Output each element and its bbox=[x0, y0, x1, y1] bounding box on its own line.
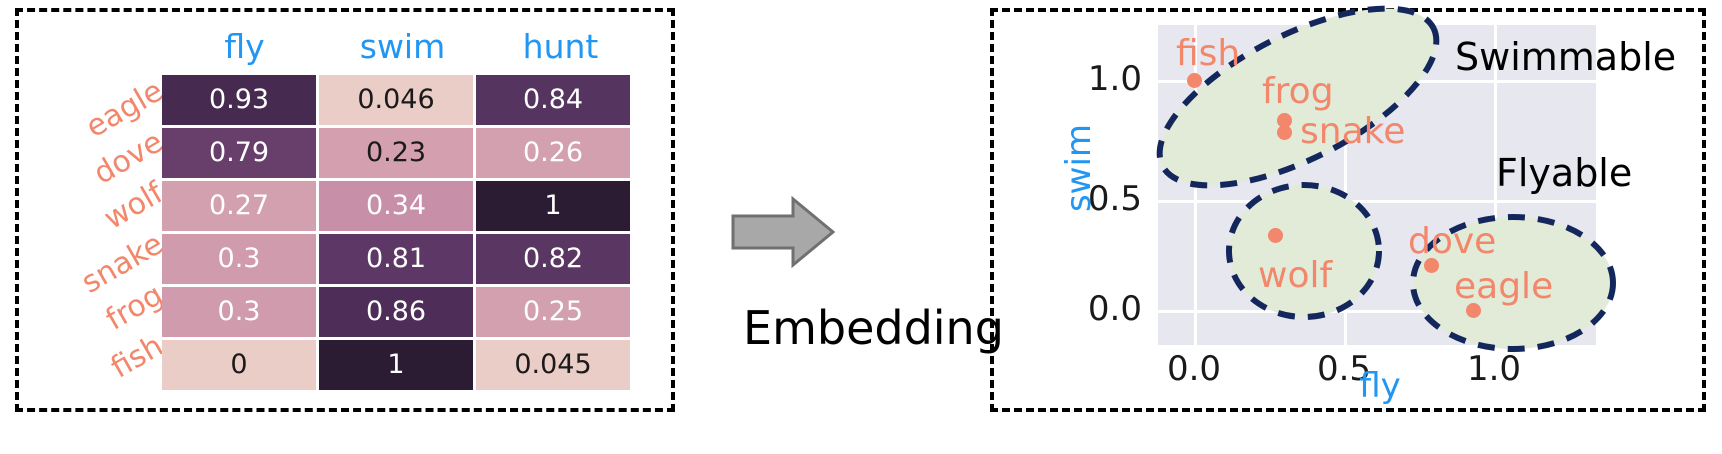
point-wolf[interactable] bbox=[1267, 227, 1283, 243]
y-tick-0-0: 0.0 bbox=[1087, 289, 1142, 329]
heatmap-cell: 0.84 bbox=[476, 75, 630, 125]
point-frog[interactable] bbox=[1276, 112, 1292, 128]
x-tick-1-0: 1.0 bbox=[1466, 349, 1522, 389]
heatmap-cell: 0.3 bbox=[162, 234, 316, 284]
point-dove[interactable] bbox=[1423, 257, 1439, 273]
annotation-swimmable: Swimmable bbox=[1455, 35, 1677, 79]
x-tick-0-0: 0.0 bbox=[1166, 349, 1222, 389]
heatmap-cell: 0.34 bbox=[319, 181, 473, 231]
embedding-label: Embedding bbox=[743, 301, 1004, 355]
x-axis-label: fly bbox=[1359, 366, 1401, 406]
gridline-y-1 bbox=[1158, 200, 1596, 203]
point-label-eagle: eagle bbox=[1454, 266, 1554, 307]
heatmap-cell: 0.3 bbox=[162, 287, 316, 337]
column-header-swim: swim bbox=[359, 27, 446, 66]
heatmap-cell: 0.25 bbox=[476, 287, 630, 337]
heatmap-cell: 0.93 bbox=[162, 75, 316, 125]
heatmap-cell: 1 bbox=[476, 181, 630, 231]
right-arrow-icon bbox=[731, 196, 835, 268]
scatter-plot-area: fish frog snake wolf dove eagle Swimmabl… bbox=[1156, 5, 1676, 352]
point-label-dove: dove bbox=[1408, 221, 1497, 262]
heatmap-cell: 0.045 bbox=[476, 340, 630, 390]
heatmap-column-headers: fly swim hunt bbox=[159, 24, 639, 70]
gridline-x-2 bbox=[1494, 25, 1497, 345]
heatmap-cell: 0 bbox=[162, 340, 316, 390]
point-eagle[interactable] bbox=[1465, 302, 1481, 318]
x-tick-0-5: 0.5 bbox=[1316, 349, 1372, 389]
heatmap-cell: 0.86 bbox=[319, 287, 473, 337]
y-tick-1-0: 1.0 bbox=[1087, 59, 1142, 99]
heatmap-cell: 0.27 bbox=[162, 181, 316, 231]
cluster-ellipse-wolf bbox=[1226, 182, 1382, 320]
point-label-fish: fish bbox=[1176, 33, 1241, 74]
gridline-x-1 bbox=[1344, 25, 1347, 345]
heatmap-cell: 0.79 bbox=[162, 128, 316, 178]
point-label-snake: snake bbox=[1300, 111, 1406, 152]
heatmap-cell: 0.82 bbox=[476, 234, 630, 284]
point-label-frog: frog bbox=[1262, 71, 1334, 112]
gridline-y-2 bbox=[1158, 80, 1596, 83]
heatmap-cell: 1 bbox=[319, 340, 473, 390]
heatmap-cell: 0.26 bbox=[476, 128, 630, 178]
point-fish[interactable] bbox=[1186, 72, 1202, 88]
point-label-wolf: wolf bbox=[1258, 255, 1333, 296]
input-table-panel: fly swim hunt eagle dove wolf snake frog… bbox=[15, 8, 675, 412]
heatmap-cell: 0.81 bbox=[319, 234, 473, 284]
gridline-y-0 bbox=[1158, 310, 1596, 313]
annotation-flyable: Flyable bbox=[1496, 151, 1633, 195]
point-snake[interactable] bbox=[1276, 124, 1292, 140]
y-tick-0-5: 0.5 bbox=[1087, 179, 1142, 219]
heatmap-cell: 0.046 bbox=[319, 75, 473, 125]
column-header-fly: fly bbox=[224, 27, 265, 66]
heatmap-cell: 0.23 bbox=[319, 128, 473, 178]
heatmap-row-labels: eagle dove wolf snake frog fish bbox=[19, 70, 170, 390]
column-header-hunt: hunt bbox=[522, 27, 599, 66]
y-axis-label: swim bbox=[1059, 123, 1100, 213]
